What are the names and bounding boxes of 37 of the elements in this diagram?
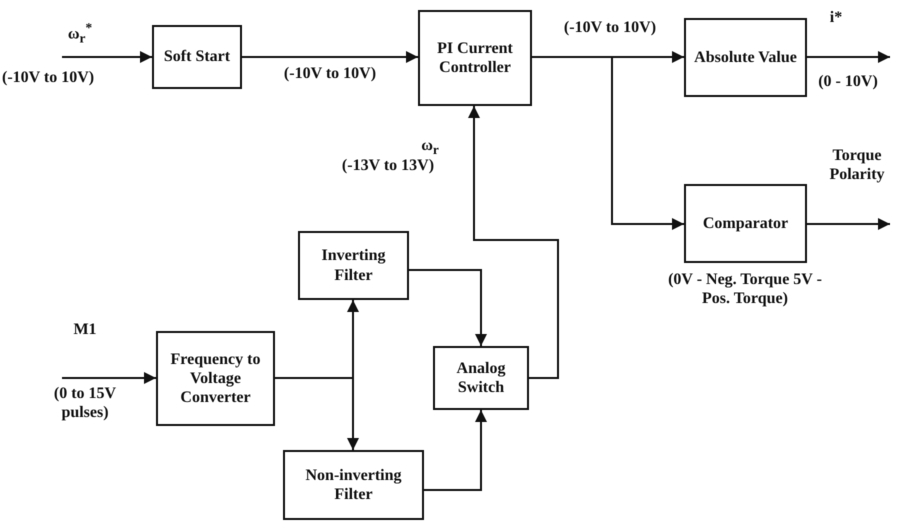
process-box bbox=[684, 18, 807, 97]
signal-label: (0 - 10V) bbox=[818, 72, 878, 92]
edge-label: (-10V to 10V) bbox=[564, 18, 656, 38]
block-label: Soft Start bbox=[164, 47, 230, 67]
block-label: PI Current Controller bbox=[436, 38, 514, 78]
process-box bbox=[283, 450, 424, 520]
process-box bbox=[433, 346, 529, 410]
output-note: (0V - Neg. Torque 5V - Pos. Torque) bbox=[667, 270, 823, 308]
signal-label: i* bbox=[830, 8, 842, 28]
arrow bbox=[424, 410, 487, 491]
signal-label: ω$_{r}$ bbox=[421, 136, 439, 158]
arrow bbox=[409, 269, 487, 346]
arrow bbox=[62, 372, 156, 384]
arrow bbox=[532, 56, 684, 230]
block-label: Absolute Value bbox=[694, 48, 797, 68]
process-box bbox=[156, 331, 275, 426]
arrow bbox=[468, 106, 559, 379]
process-box bbox=[298, 231, 409, 300]
process-box bbox=[152, 25, 242, 89]
signal-label: (-10V to 10V) bbox=[2, 68, 94, 88]
arrow bbox=[807, 51, 890, 63]
arrow bbox=[275, 377, 359, 450]
block-label: Comparator bbox=[702, 214, 788, 234]
edge-label: (-10V to 10V) bbox=[284, 64, 376, 84]
block-label: Non-inverting Filter bbox=[304, 466, 402, 504]
block-label: Frequency to Voltage Converter bbox=[170, 350, 262, 408]
signal-label: (0 to 15V pulses) bbox=[52, 384, 118, 422]
signal-label: Torque Polarity bbox=[828, 146, 886, 184]
signal-label: M1 bbox=[73, 320, 97, 340]
process-box bbox=[418, 10, 532, 106]
process-box bbox=[684, 184, 807, 263]
block-label: Inverting Filter bbox=[320, 246, 386, 285]
arrow bbox=[242, 51, 418, 63]
block-label: Analog Switch bbox=[456, 358, 506, 398]
signal-label: (-13V to 13V) bbox=[342, 156, 434, 176]
arrow bbox=[62, 51, 152, 63]
arrow bbox=[807, 218, 890, 230]
